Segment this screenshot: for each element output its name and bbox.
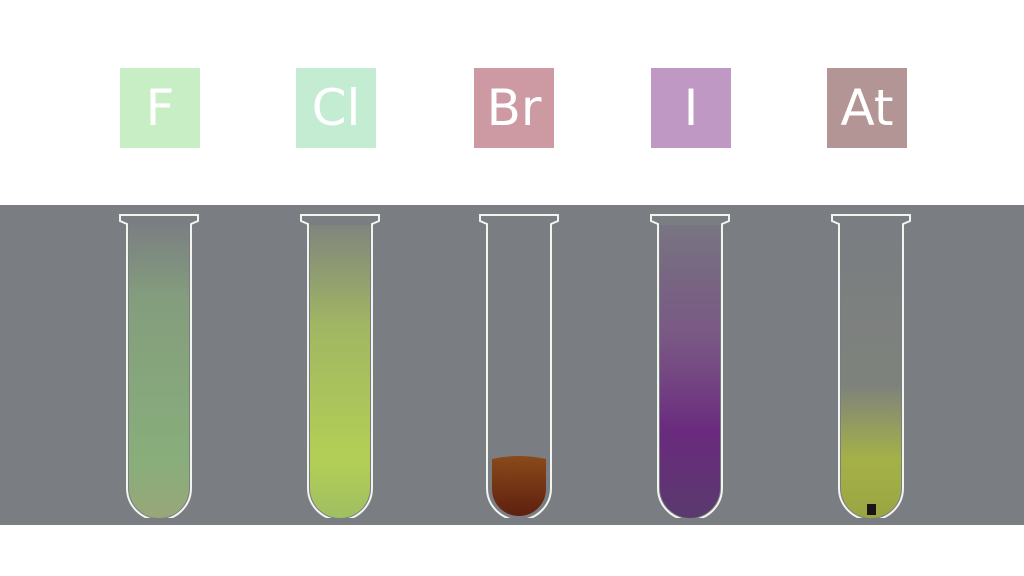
bromine-liquid-fill bbox=[492, 456, 546, 516]
chlorine-glass-outline bbox=[300, 214, 380, 518]
chlorine-symbol: Cl bbox=[311, 79, 361, 137]
chlorine-symbol-tile: Cl bbox=[296, 68, 376, 148]
astatine-symbol: At bbox=[840, 79, 894, 137]
fluorine-glass-outline bbox=[119, 214, 199, 518]
bromine-symbol-tile: Br bbox=[474, 68, 554, 148]
bromine-glass-outline bbox=[479, 214, 559, 518]
iodine-symbol-tile: I bbox=[651, 68, 731, 148]
astatine-symbol-tile: At bbox=[827, 68, 907, 148]
iodine-test-tube bbox=[650, 213, 730, 518]
fluorine-gas-fill bbox=[129, 225, 189, 518]
astatine-solid-sample bbox=[867, 504, 876, 515]
astatine-test-tube bbox=[831, 213, 911, 518]
bromine-symbol: Br bbox=[486, 79, 542, 137]
iodine-vapor-fill bbox=[660, 225, 720, 518]
chlorine-test-tube bbox=[300, 213, 380, 518]
astatine-glass-outline bbox=[831, 214, 911, 518]
element-label-row: F Cl Br I At bbox=[0, 0, 1024, 205]
astatine-gas-fill bbox=[841, 225, 901, 518]
fluorine-test-tube bbox=[119, 213, 199, 518]
chlorine-gas-fill bbox=[310, 225, 370, 518]
iodine-glass-outline bbox=[650, 214, 730, 518]
iodine-symbol: I bbox=[683, 79, 699, 137]
bromine-test-tube bbox=[479, 213, 559, 518]
fluorine-symbol: F bbox=[145, 79, 175, 137]
fluorine-symbol-tile: F bbox=[120, 68, 200, 148]
lab-bench-background bbox=[0, 205, 1024, 525]
